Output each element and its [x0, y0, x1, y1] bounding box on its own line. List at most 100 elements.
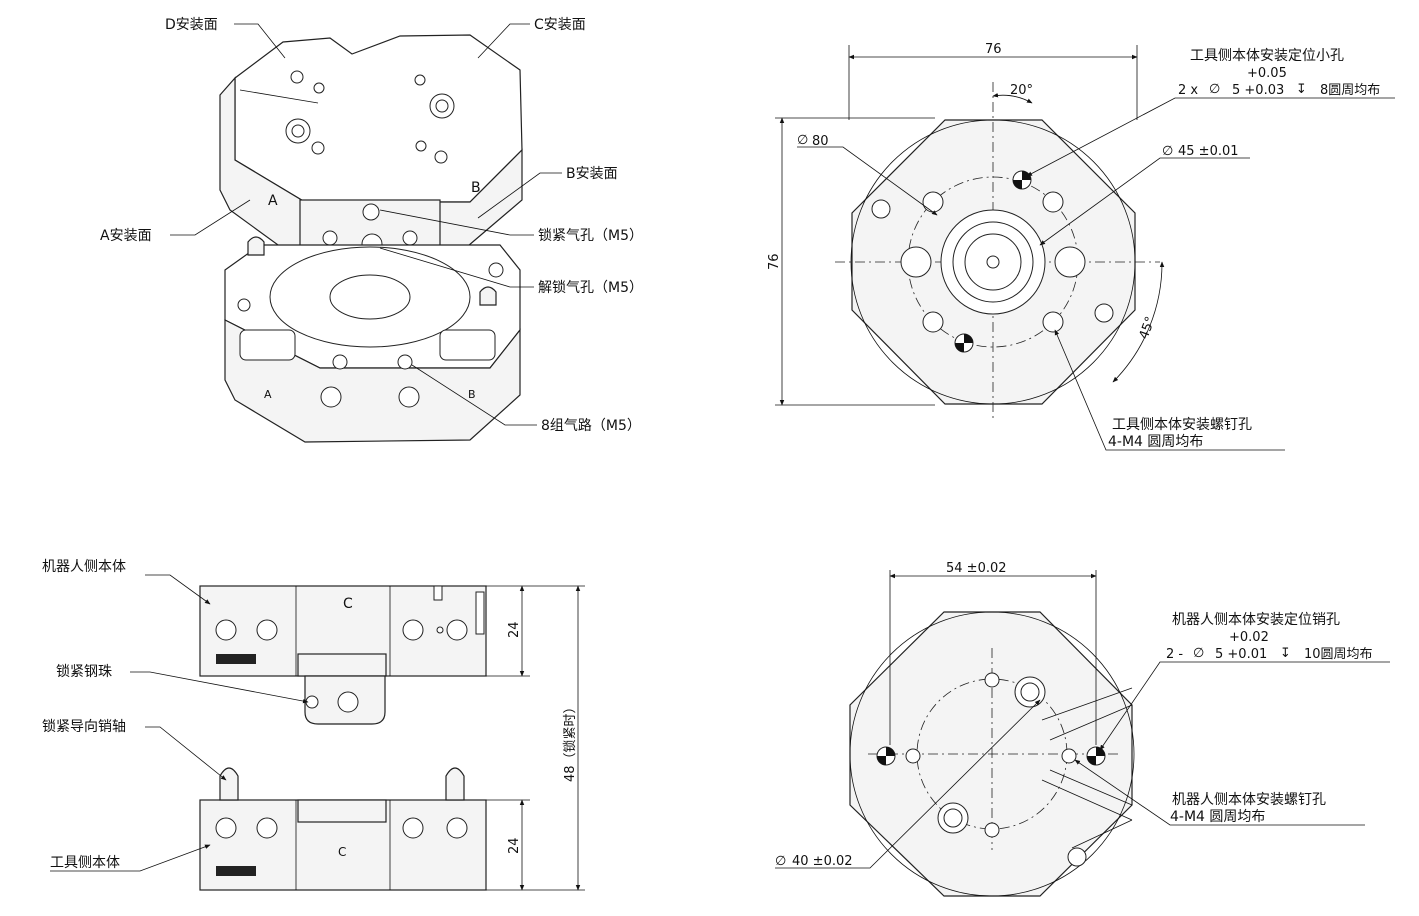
screw-spec: 4-M4 圆周均布 — [1108, 434, 1203, 450]
dim-arc-20 — [992, 92, 1033, 104]
leader-b — [477, 172, 562, 219]
pin-spec-post: 10圆周均布 — [1304, 647, 1373, 662]
hole — [434, 150, 448, 164]
guide-pin-right — [479, 286, 497, 306]
port — [446, 817, 468, 839]
leader-dia45 — [1039, 157, 1250, 246]
label-lock-port: 锁紧气孔（M5） — [538, 228, 643, 244]
hole — [905, 748, 921, 764]
hole — [290, 70, 304, 84]
pin-dia-sym: ∅ — [1193, 646, 1204, 661]
dim-dia80-sym: ∅ — [797, 133, 808, 148]
guide-pin-left — [219, 767, 239, 801]
dim-arc-45 — [1112, 261, 1165, 383]
screw-title: 机器人侧本体安装螺钉孔 — [1172, 792, 1326, 808]
dim-48: 48（锁紧时） — [562, 700, 578, 782]
pin-dia-sym: ∅ — [1209, 82, 1220, 97]
dim-dia40: 40 ±0.02 — [792, 854, 853, 869]
hole — [984, 822, 1000, 838]
lower-pocket-right — [439, 329, 496, 361]
center-dot — [986, 255, 1000, 269]
label-b-face: B安装面 — [566, 166, 618, 182]
guide-pin-right — [445, 767, 465, 801]
hole — [397, 354, 413, 370]
dim-width: 76 — [985, 42, 1002, 57]
hole — [237, 298, 251, 312]
dim-dia80: 80 — [812, 134, 829, 149]
pin-hole-spec-mid: 5 +0.03 — [1232, 83, 1284, 98]
hole — [362, 203, 380, 221]
port — [215, 817, 237, 839]
screw-title: 工具侧本体安装螺钉孔 — [1112, 417, 1252, 433]
dim-angle-20: 20° — [1010, 83, 1033, 98]
pin-hole-tol-upper: +0.05 — [1247, 66, 1287, 81]
upper-module-top — [234, 34, 523, 203]
label-a-face: A安装面 — [100, 228, 152, 244]
upper-module-side — [219, 76, 523, 273]
depth-symbol: ↧ — [1280, 646, 1291, 661]
robot-bottom-boss — [297, 653, 387, 677]
robot-side-bottom-view: 54 ±0.02 ∅ 40 ±0.02 机器人侧本体安装定位销孔 +0.02 2… — [775, 561, 1390, 897]
slot-edge — [239, 89, 319, 104]
outer-circle — [849, 611, 1135, 897]
leader-dia40 — [775, 699, 1041, 869]
screw-spec: 4-M4 圆周均布 — [1170, 809, 1265, 825]
center-port — [337, 691, 359, 713]
dim-angle-45: 45° — [1137, 315, 1159, 342]
side-hole — [1094, 303, 1114, 323]
hole — [435, 99, 449, 113]
slot-end-hole — [1067, 847, 1087, 867]
guide-pin-left — [247, 236, 265, 256]
pin-mark — [1013, 171, 1031, 189]
hole — [320, 386, 342, 408]
port — [402, 619, 424, 641]
hole — [322, 230, 338, 246]
screw-hole — [922, 191, 944, 213]
tool-top-boss — [297, 799, 387, 823]
face-b2-label: B — [468, 388, 476, 401]
port — [402, 817, 424, 839]
leader-unlock — [379, 247, 534, 288]
port — [215, 619, 237, 641]
leader-lock — [379, 209, 534, 236]
notch — [433, 585, 443, 601]
brand-plate — [216, 654, 256, 664]
side-hole — [871, 199, 891, 219]
slot-line — [1071, 819, 1133, 849]
dim-24-top: 24 — [507, 621, 522, 638]
screw-hole — [922, 311, 944, 333]
leader-screw — [1054, 329, 1285, 451]
leader-d — [234, 23, 286, 59]
port — [256, 817, 278, 839]
leader-pin-hole — [1026, 97, 1395, 177]
pin-mark — [436, 626, 444, 634]
label-robot-body: 机器人侧本体 — [42, 559, 126, 575]
hole — [291, 124, 305, 138]
pin-mark — [877, 747, 895, 765]
leader-screw — [1074, 759, 1365, 826]
port-hole — [900, 246, 932, 278]
leader-air — [411, 364, 537, 426]
face-a-label: A — [268, 193, 278, 209]
brand-plate — [216, 866, 256, 876]
hole — [414, 74, 426, 86]
hole — [402, 230, 418, 246]
dim-height: 76 — [767, 253, 782, 270]
port — [256, 619, 278, 641]
leader-dia80 — [797, 146, 938, 216]
lower-center-bore — [329, 274, 411, 320]
face-c-top: C — [343, 596, 353, 612]
side-view: C C 24 24 48（锁紧时） 机器人侧本体 锁紧钢珠 锁紧导向销轴 工具侧… — [42, 559, 585, 891]
pin-hole-title: 工具侧本体安装定位小孔 — [1190, 48, 1344, 64]
leader-robot-body — [145, 574, 211, 605]
label-c-face: C安装面 — [534, 17, 586, 33]
screw-hole-inner — [943, 808, 963, 828]
pin-hole-spec-pre: 2 x — [1178, 83, 1198, 98]
screw-hole — [1042, 311, 1064, 333]
pin-mark — [955, 334, 973, 352]
dim-24-bottom: 24 — [507, 837, 522, 854]
label-d-face: D安装面 — [165, 17, 218, 33]
face-b-label: B — [471, 180, 481, 196]
label-air-ports: 8组气路（M5） — [541, 418, 641, 434]
